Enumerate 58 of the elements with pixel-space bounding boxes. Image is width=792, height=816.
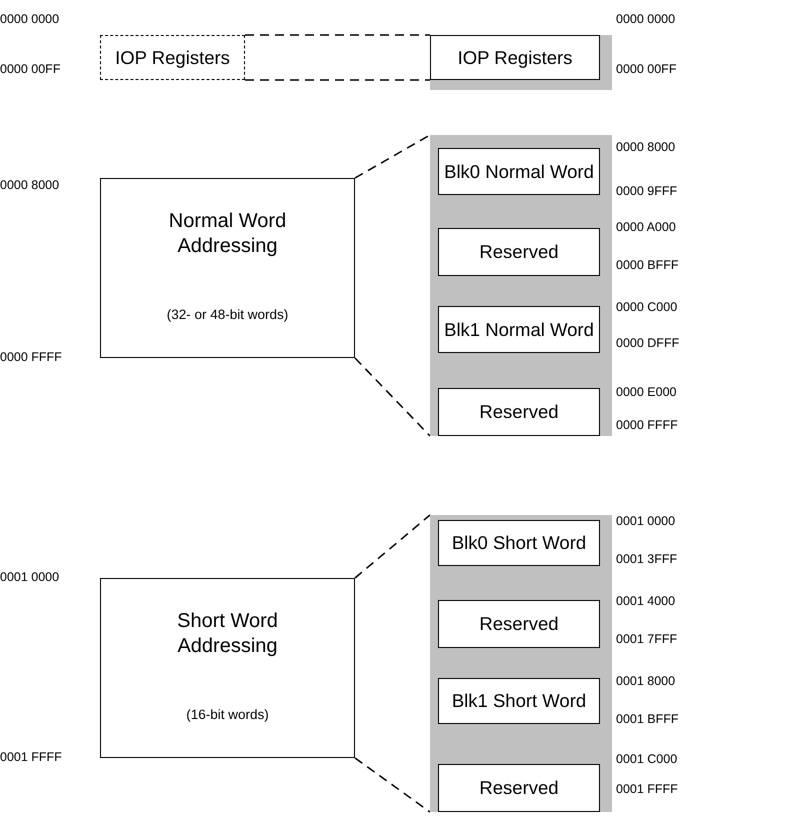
block-label: Blk0 Normal Word [444,160,594,182]
expansion-line [354,134,430,179]
address-label: 0000 C000 [616,300,678,314]
memory-block [438,388,600,436]
memory-block [438,520,600,566]
expansion-line [354,357,431,437]
address-label: 0001 0000 [0,570,60,584]
expansion-line [245,79,430,81]
address-label: 0000 BFFF [616,258,679,272]
address-label: 0000 00FF [0,62,60,76]
memory-column [430,515,612,812]
address-label: 0001 8000 [616,674,676,688]
address-label: 0000 8000 [616,140,676,154]
address-label: 0000 00FF [616,62,676,76]
address-label: 0001 C000 [616,752,678,766]
block-label: Reserved [479,241,559,263]
address-label: 0000 FFFF [0,350,62,364]
memory-block [438,600,600,648]
region-title: Normal Word Addressing [168,210,286,257]
block-label: IOP Registers [458,46,572,68]
block-label: Reserved [479,401,559,423]
address-label: 0001 0000 [616,514,676,528]
memory-block [430,35,600,80]
block-label: IOP Registers [115,46,230,68]
address-label: 0000 0000 [0,12,60,26]
address-space-box [100,178,355,358]
address-label: 0001 BFFF [616,712,679,726]
expansion-line [245,34,430,36]
address-label: 0001 4000 [616,594,676,608]
expansion-line [354,514,430,579]
memory-block [438,148,600,195]
block-label: Blk1 Normal Word [444,318,594,340]
address-label: 0001 7FFF [616,632,678,646]
block-label: Blk1 Short Word [452,690,586,712]
memory-block [438,306,600,353]
address-label: 0000 FFFF [616,418,678,432]
block-label: Reserved [479,777,559,799]
address-label: 0000 E000 [616,385,676,399]
region-title: Short Word Addressing [177,610,278,657]
address-label: 0001 FFFF [616,782,678,796]
address-label: 0001 3FFF [616,552,678,566]
address-label: 0000 8000 [0,178,60,192]
address-space-box [100,578,355,758]
region-note: (16-bit words) [186,707,269,722]
expansion-line [354,757,430,813]
address-label: 0000 0000 [616,12,676,26]
block-label: Blk0 Short Word [452,532,586,554]
memory-column [430,135,612,436]
memory-block [438,228,600,276]
block-label: Reserved [479,613,559,635]
address-label: 0000 A000 [616,220,676,234]
region-note: (32- or 48-bit words) [166,307,288,322]
memory-block [100,35,245,80]
address-label: 0000 9FFF [616,184,678,198]
memory-block [438,764,600,812]
address-label: 0001 FFFF [0,750,62,764]
memory-block [438,678,600,724]
address-label: 0000 DFFF [616,336,680,350]
